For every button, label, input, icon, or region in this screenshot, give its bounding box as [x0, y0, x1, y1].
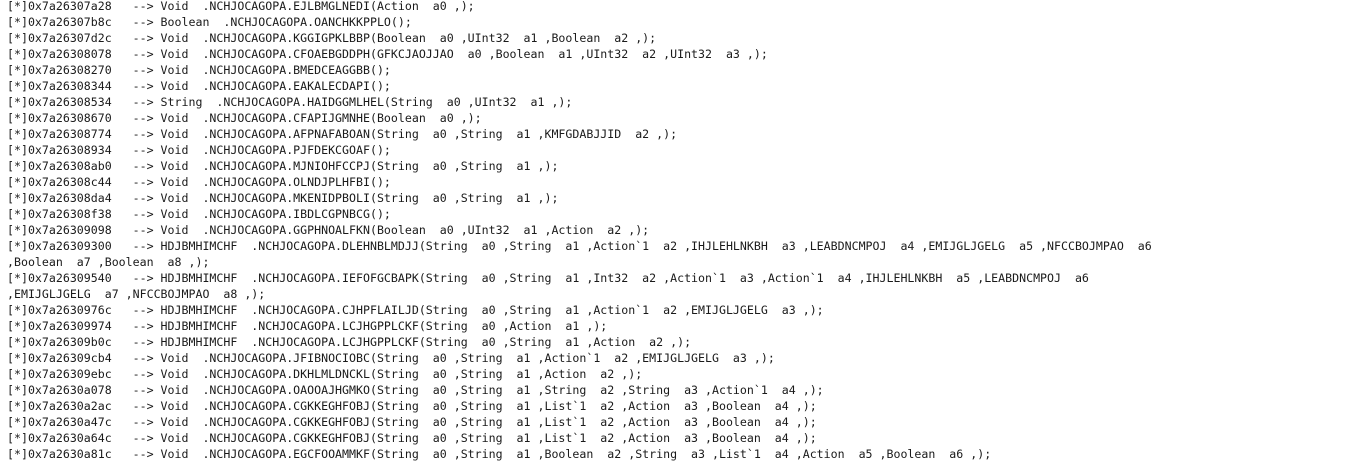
console-line: [*]0x7a26309b0c --> HDJBMHIMCHF .NCHJOCA…	[7, 335, 692, 349]
console-line: [*]0x7a26308534 --> String .NCHJOCAGOPA.…	[7, 95, 573, 109]
console-line: [*]0x7a2630a81c --> Void .NCHJOCAGOPA.EG…	[7, 447, 992, 461]
console-line-continuation: ,EMIJGLJGELG a7 ,NFCCBOJMPAO a8 ,);	[7, 287, 266, 301]
console-line: [*]0x7a2630976c --> HDJBMHIMCHF .NCHJOCA…	[7, 303, 824, 317]
console-line: [*]0x7a26308f38 --> Void .NCHJOCAGOPA.IB…	[7, 207, 391, 221]
console-line: [*]0x7a26309ebc --> Void .NCHJOCAGOPA.DK…	[7, 367, 643, 381]
console-output: [*]0x7a26307a28 --> Void .NCHJOCAGOPA.EJ…	[7, 0, 1343, 462]
console-line-continuation: ,Boolean a7 ,Boolean a8 ,);	[7, 255, 210, 269]
console-line: [*]0x7a2630a2ac --> Void .NCHJOCAGOPA.CG…	[7, 399, 817, 413]
console-line: [*]0x7a26307a28 --> Void .NCHJOCAGOPA.EJ…	[7, 0, 475, 13]
console-line: [*]0x7a26308270 --> Void .NCHJOCAGOPA.BM…	[7, 63, 391, 77]
console-line: [*]0x7a26309300 --> HDJBMHIMCHF .NCHJOCA…	[7, 239, 1152, 253]
console-line: [*]0x7a2630a64c --> Void .NCHJOCAGOPA.CG…	[7, 431, 817, 445]
console-line: [*]0x7a26309540 --> HDJBMHIMCHF .NCHJOCA…	[7, 271, 1089, 285]
console-line: [*]0x7a26309098 --> Void .NCHJOCAGOPA.GG…	[7, 223, 650, 237]
console-line: [*]0x7a26308da4 --> Void .NCHJOCAGOPA.MK…	[7, 191, 559, 205]
console-line: [*]0x7a26308934 --> Void .NCHJOCAGOPA.PJ…	[7, 143, 391, 157]
console-line: [*]0x7a26308344 --> Void .NCHJOCAGOPA.EA…	[7, 79, 391, 93]
console-line: [*]0x7a2630a078 --> Void .NCHJOCAGOPA.OA…	[7, 383, 824, 397]
console-line: [*]0x7a26307b8c --> Boolean .NCHJOCAGOPA…	[7, 15, 412, 29]
console-line: [*]0x7a26307d2c --> Void .NCHJOCAGOPA.KG…	[7, 31, 657, 45]
console-line: [*]0x7a26308078 --> Void .NCHJOCAGOPA.CF…	[7, 47, 768, 61]
console-line: [*]0x7a26309974 --> HDJBMHIMCHF .NCHJOCA…	[7, 319, 608, 333]
console-line: [*]0x7a26308ab0 --> Void .NCHJOCAGOPA.MJ…	[7, 159, 559, 173]
console-line: [*]0x7a26308670 --> Void .NCHJOCAGOPA.CF…	[7, 111, 482, 125]
console-line: [*]0x7a26309cb4 --> Void .NCHJOCAGOPA.JF…	[7, 351, 775, 365]
console-line: [*]0x7a2630a47c --> Void .NCHJOCAGOPA.CG…	[7, 415, 817, 429]
console-line: [*]0x7a26308774 --> Void .NCHJOCAGOPA.AF…	[7, 127, 678, 141]
console-line: [*]0x7a26308c44 --> Void .NCHJOCAGOPA.OL…	[7, 175, 391, 189]
